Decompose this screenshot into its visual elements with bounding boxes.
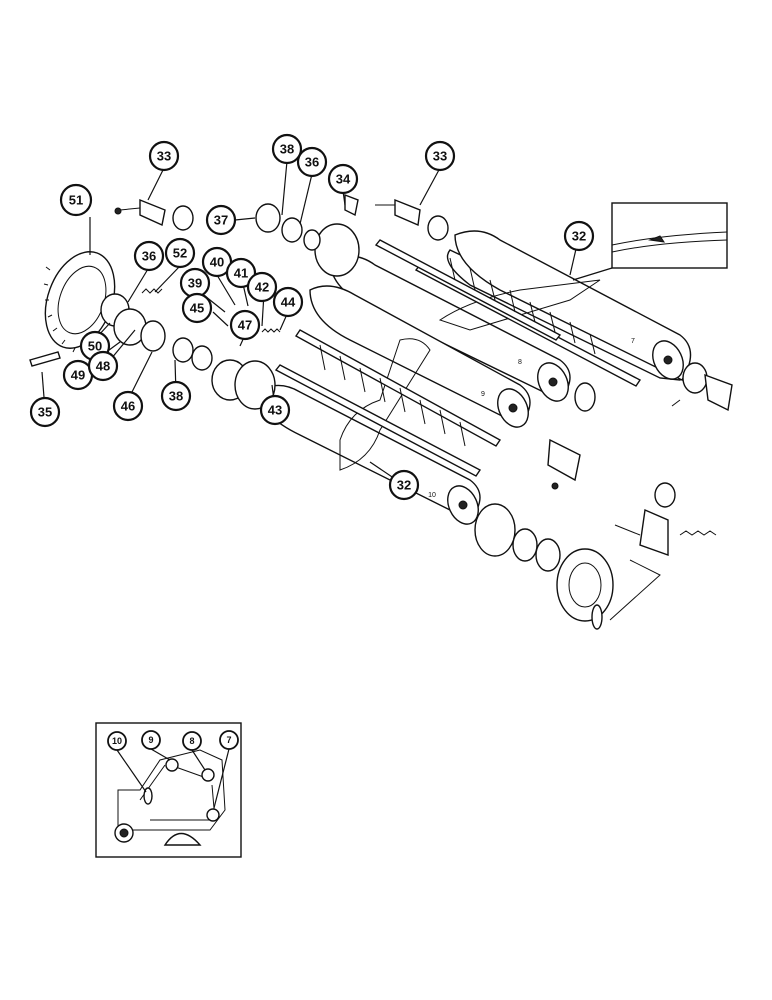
bracket-left-top [114,198,166,227]
inset-label-10: 10 [112,736,122,746]
callout-42: 42 [246,271,278,303]
bearing-c [255,203,281,233]
callout-38b: 38 [160,380,192,412]
callout-45: 45 [181,292,213,324]
washer-d [281,217,303,243]
callout-32b: 32 [388,469,420,501]
spring-52 [141,288,163,294]
callout-44-label: 44 [281,295,296,310]
callout-51: 51 [59,183,93,217]
roller-label-9: 9 [481,391,485,398]
callout-48: 48 [87,350,119,382]
callout-32b-label: 32 [397,478,411,493]
bracket-34 [344,193,359,217]
callout-33a: 33 [148,140,180,172]
roller-label-10: 10 [428,492,436,499]
callout-32a: 32 [563,220,595,252]
callout-52: 52 [164,237,196,269]
callout-41-label: 41 [234,266,248,281]
callout-44: 44 [272,286,304,318]
callout-34: 34 [327,163,359,195]
washer-c [172,337,194,363]
flange-plate-lower [234,360,276,410]
lower-right-bracket [547,438,581,490]
roller-label-8: 8 [518,359,522,366]
callout-41: 41 [225,257,257,289]
chain-link [29,351,61,367]
callout-33b-label: 33 [433,149,447,164]
callout-47: 47 [229,309,261,341]
callout-38a-label: 38 [280,142,294,157]
flange-plate-upper [314,223,360,277]
slat-bar-lower [274,329,502,477]
callout-39: 39 [179,267,211,299]
roller-9: 9 [309,285,531,428]
belt-upper [438,279,601,331]
callout-33a-label: 33 [157,149,171,164]
inset-label-9: 9 [148,735,153,745]
right-bearing-set [574,362,733,412]
callout-37: 37 [205,204,237,236]
callout-49: 49 [62,359,94,391]
tensioner-assembly [609,482,717,621]
callout-43: 43 [259,394,291,426]
roller-7: 7 [446,230,692,381]
callout-34-label: 34 [336,172,351,187]
callout-35: 35 [29,396,61,428]
callout-36b: 36 [133,240,165,272]
bracket-right-top [375,198,449,241]
callout-46-label: 46 [121,399,135,414]
callout-50-label: 50 [88,339,102,354]
drive-pulley [474,503,614,630]
callout-35-label: 35 [38,405,52,420]
callout-43-label: 43 [268,403,282,418]
callout-36b-label: 36 [142,249,156,264]
callout-47-label: 47 [238,318,252,333]
callout-49-label: 49 [71,368,85,383]
washer-a [172,205,194,231]
callout-52-label: 52 [173,246,187,261]
callout-46: 46 [112,390,144,422]
callout-37-label: 37 [214,213,228,228]
callout-38a: 38 [271,133,303,165]
inset-label-7: 7 [226,735,231,745]
spring-44 [261,328,281,333]
callout-36a: 36 [296,146,328,178]
inset-label-8: 8 [189,736,194,746]
bearing-b [191,345,213,371]
inset-side-view: 10 9 8 7 [95,722,242,858]
callout-42-label: 42 [255,280,269,295]
roller-label-7: 7 [631,338,635,345]
callout-36a-label: 36 [305,155,319,170]
callout-40-label: 40 [210,255,224,270]
washer-e [303,229,321,251]
callout-32a-label: 32 [572,229,586,244]
callout-48-label: 48 [96,359,110,374]
callout-51-label: 51 [69,193,83,208]
callout-38b-label: 38 [169,389,183,404]
callout-39-label: 39 [188,276,202,291]
slat-bar-upper [374,239,642,387]
washer-b [140,320,166,352]
roller-8: 8 [329,255,571,402]
belt-splice-detail [572,202,728,281]
callout-45-label: 45 [190,301,204,316]
callout-33b: 33 [424,140,456,172]
